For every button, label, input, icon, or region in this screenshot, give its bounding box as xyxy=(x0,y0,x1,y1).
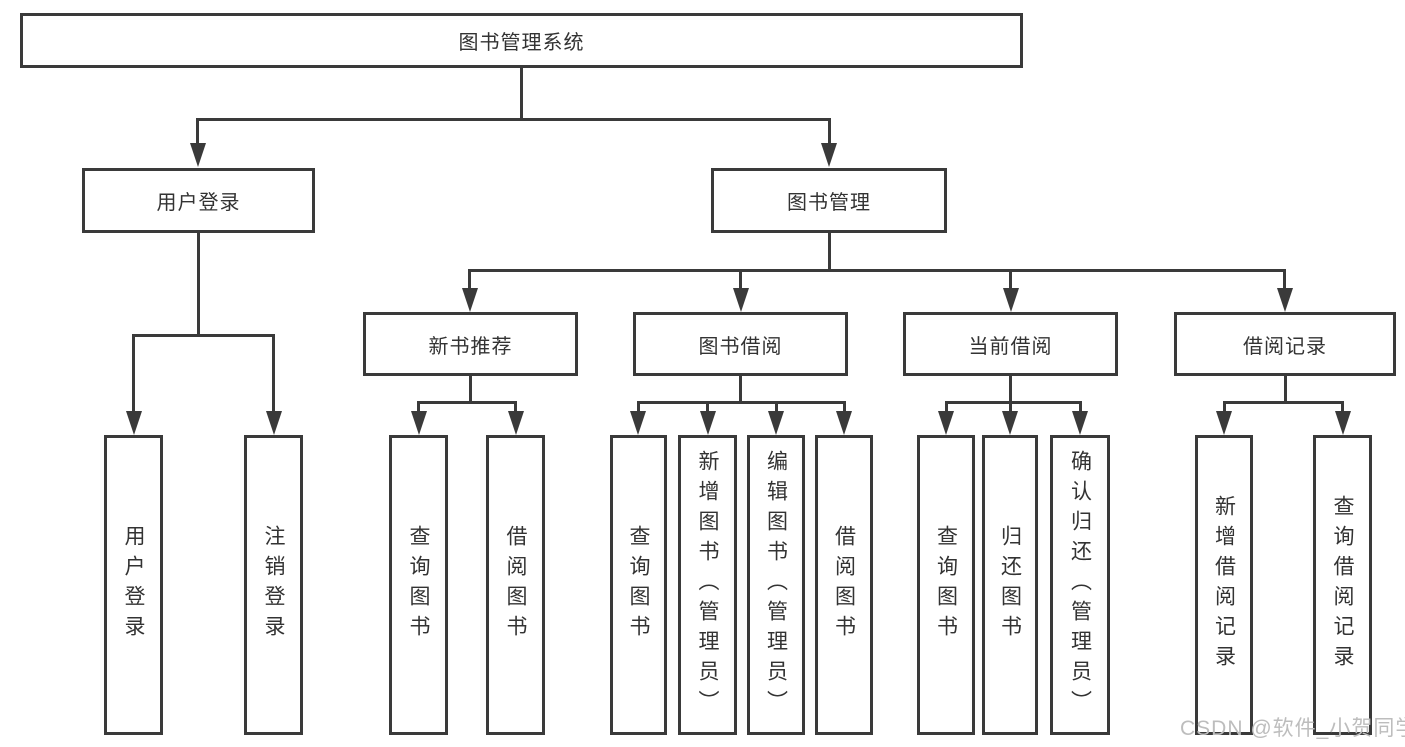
connector-line xyxy=(514,401,517,413)
connector-line xyxy=(272,334,275,413)
arrowhead-down xyxy=(1072,411,1088,435)
node-label: 借阅图书 xyxy=(504,525,527,645)
node-label: 新增图书（管理员） xyxy=(696,450,719,720)
connector-line xyxy=(637,401,846,404)
connector-line xyxy=(1284,376,1287,404)
arrowhead-down xyxy=(938,411,954,435)
connector-line xyxy=(828,118,831,146)
connector-line xyxy=(132,334,135,413)
node-label: 图书借阅 xyxy=(698,335,783,358)
node-label: 当前借阅 xyxy=(968,335,1053,358)
connector-line xyxy=(468,269,471,290)
arrowhead-down xyxy=(821,143,837,167)
connector-line xyxy=(1283,269,1286,290)
node-label: 借阅图书 xyxy=(832,525,856,645)
node-borrowing-records: 借阅记录 xyxy=(1174,312,1396,376)
connector-line xyxy=(828,233,831,271)
connector-line xyxy=(1009,401,1012,413)
connector-line xyxy=(739,269,742,290)
leaf-query-books-borrowing: 查询图书 xyxy=(610,435,667,735)
node-book-management: 图书管理 xyxy=(711,168,947,233)
arrowhead-down xyxy=(462,288,478,312)
connector-line xyxy=(706,401,709,413)
node-label: 查询借阅记录 xyxy=(1331,495,1354,675)
connector-line xyxy=(417,401,517,404)
node-label: 查询图书 xyxy=(627,525,650,645)
leaf-user-login: 用户登录 xyxy=(104,435,163,735)
connector-line xyxy=(197,118,831,121)
node-label: 查询图书 xyxy=(407,525,430,645)
node-label: 注销登录 xyxy=(262,525,285,645)
leaf-edit-book-admin: 编辑图书（管理员） xyxy=(747,435,805,735)
node-user-login: 用户登录 xyxy=(82,168,315,233)
connector-line xyxy=(197,233,200,337)
arrowhead-down xyxy=(1216,411,1232,435)
node-library-management-system: 图书管理系统 xyxy=(20,13,1023,68)
connector-line xyxy=(1079,401,1082,413)
arrowhead-down xyxy=(630,411,646,435)
arrowhead-down xyxy=(768,411,784,435)
arrowhead-down xyxy=(836,411,852,435)
connector-line xyxy=(775,401,778,413)
node-label: 用户登录 xyxy=(156,192,241,214)
arrowhead-down xyxy=(1335,411,1351,435)
arrowhead-down xyxy=(1002,411,1018,435)
node-label: 编辑图书（管理员） xyxy=(764,450,788,720)
leaf-confirm-return-admin: 确认归还（管理员） xyxy=(1050,435,1110,735)
arrowhead-down xyxy=(700,411,716,435)
node-label: 图书管理系统 xyxy=(458,32,585,54)
leaf-borrow-books-borrowing: 借阅图书 xyxy=(815,435,873,735)
connector-line xyxy=(739,376,742,404)
leaf-query-borrow-record: 查询借阅记录 xyxy=(1313,435,1372,735)
node-new-book-recommendation: 新书推荐 xyxy=(363,312,578,376)
connector-line xyxy=(637,401,640,413)
arrowhead-down xyxy=(190,143,206,167)
connector-line xyxy=(417,401,420,413)
arrowhead-down xyxy=(1003,288,1019,312)
leaf-add-book-admin: 新增图书（管理员） xyxy=(678,435,737,735)
connector-line xyxy=(1223,401,1344,404)
node-label: 归还图书 xyxy=(998,525,1022,645)
connector-line xyxy=(1009,269,1012,290)
leaf-borrow-books-recommend: 借阅图书 xyxy=(486,435,545,735)
node-label: 新书推荐 xyxy=(428,335,513,358)
node-current-borrowing: 当前借阅 xyxy=(903,312,1118,376)
connector-line xyxy=(1341,401,1344,413)
arrowhead-down xyxy=(1277,288,1293,312)
connector-line xyxy=(1009,376,1012,404)
arrowhead-down xyxy=(126,411,142,435)
leaf-add-borrow-record: 新增借阅记录 xyxy=(1195,435,1253,735)
node-label: 图书管理 xyxy=(787,192,871,214)
connector-line xyxy=(469,269,1286,272)
arrowhead-down xyxy=(733,288,749,312)
arrowhead-down xyxy=(508,411,524,435)
connector-line xyxy=(945,401,948,413)
csdn-watermark: CSDN @软件_小贺同学 xyxy=(1180,717,1405,740)
leaf-return-books: 归还图书 xyxy=(982,435,1038,735)
connector-line xyxy=(520,68,523,121)
leaf-query-books-recommend: 查询图书 xyxy=(389,435,448,735)
arrowhead-down xyxy=(266,411,282,435)
node-label: 新增借阅记录 xyxy=(1212,495,1236,675)
connector-line xyxy=(1223,401,1226,413)
connector-line xyxy=(196,118,199,146)
connector-line xyxy=(132,334,275,337)
node-label: 确认归还（管理员） xyxy=(1068,450,1092,720)
node-label: 用户登录 xyxy=(122,525,145,645)
leaf-logout-login: 注销登录 xyxy=(244,435,303,735)
node-label: 查询图书 xyxy=(934,525,958,645)
leaf-query-books-current: 查询图书 xyxy=(917,435,975,735)
connector-line xyxy=(843,401,846,413)
connector-line xyxy=(469,376,472,404)
node-label: 借阅记录 xyxy=(1243,335,1327,358)
arrowhead-down xyxy=(411,411,427,435)
connector-line xyxy=(945,401,1081,404)
node-book-borrowing: 图书借阅 xyxy=(633,312,848,376)
